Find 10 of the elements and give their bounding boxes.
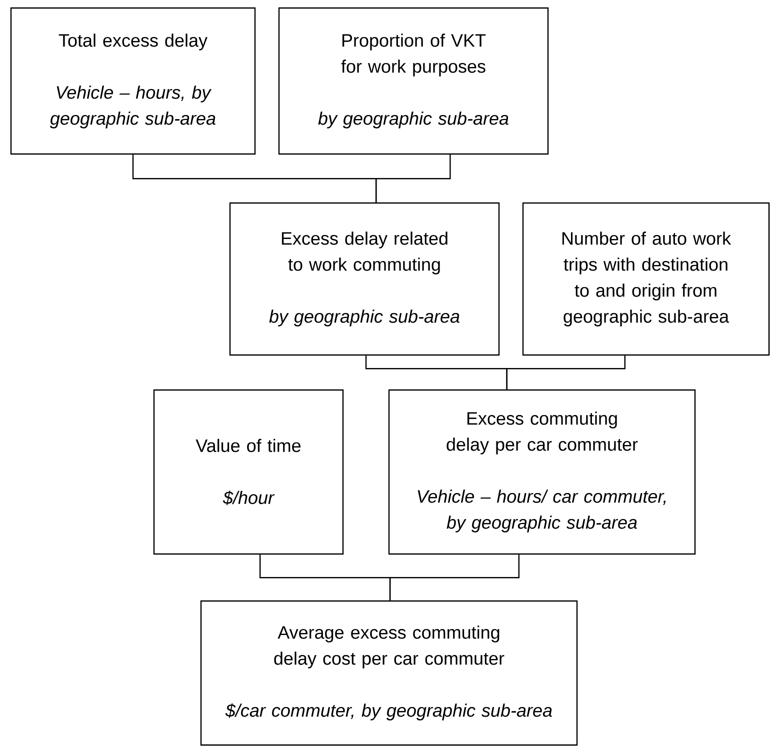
box: Average excess commuting delay cost per car commuter $/car commuter, by geographic sub-area <box>200 600 578 746</box>
connector-line <box>506 356 626 390</box>
box: Value of time $/hour <box>153 389 344 555</box>
connector-line <box>389 554 520 600</box>
box: Proportion of VKT for work purposes by geographic sub-area <box>278 7 549 155</box>
box: Total excess delay Vehicle – hours, by geographic sub-area <box>10 7 256 155</box>
box: Excess commuting delay per car commuter Vehicle – hours/ car commuter, by geographic sub-area <box>388 389 696 555</box>
box: Excess delay related to work commuting by geographic sub-area <box>229 202 500 356</box>
box: Number of auto work trips with destination to and origin from geographic sub-area <box>522 202 770 356</box>
connector-line <box>375 154 451 202</box>
